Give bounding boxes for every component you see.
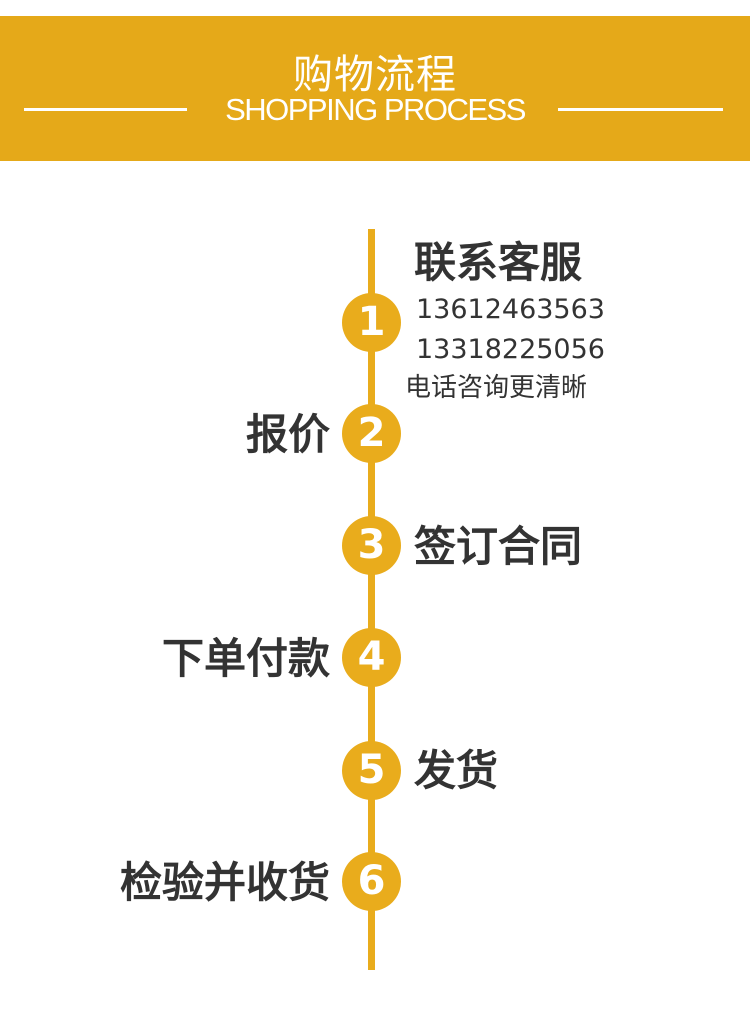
step-4-label: 下单付款	[161, 634, 330, 683]
phone-number-2[interactable]: 13318225056	[416, 334, 605, 365]
divider-right	[558, 108, 723, 111]
step-1-badge: 1	[342, 293, 401, 352]
step-3-badge: 3	[342, 516, 401, 575]
step-6-label: 检验并收货	[119, 858, 330, 907]
step-5-label: 发货	[414, 746, 499, 795]
step-6-badge: 6	[342, 852, 401, 911]
step-4-badge: 4	[342, 628, 401, 687]
header-banner: 购物流程 SHOPPING PROCESS	[0, 16, 750, 161]
step-1-label: 联系客服	[414, 238, 583, 287]
step-3-label: 签订合同	[414, 522, 583, 571]
step-5-badge: 5	[342, 741, 401, 800]
page-subtitle: SHOPPING PROCESS	[225, 92, 526, 127]
step-1-note: 电话咨询更清晰	[405, 373, 588, 403]
phone-number-1[interactable]: 13612463563	[416, 294, 605, 325]
page-title: 购物流程	[293, 52, 457, 98]
timeline-line	[368, 229, 375, 970]
step-2-badge: 2	[342, 404, 401, 463]
divider-left	[24, 108, 187, 111]
step-2-label: 报价	[245, 410, 330, 459]
